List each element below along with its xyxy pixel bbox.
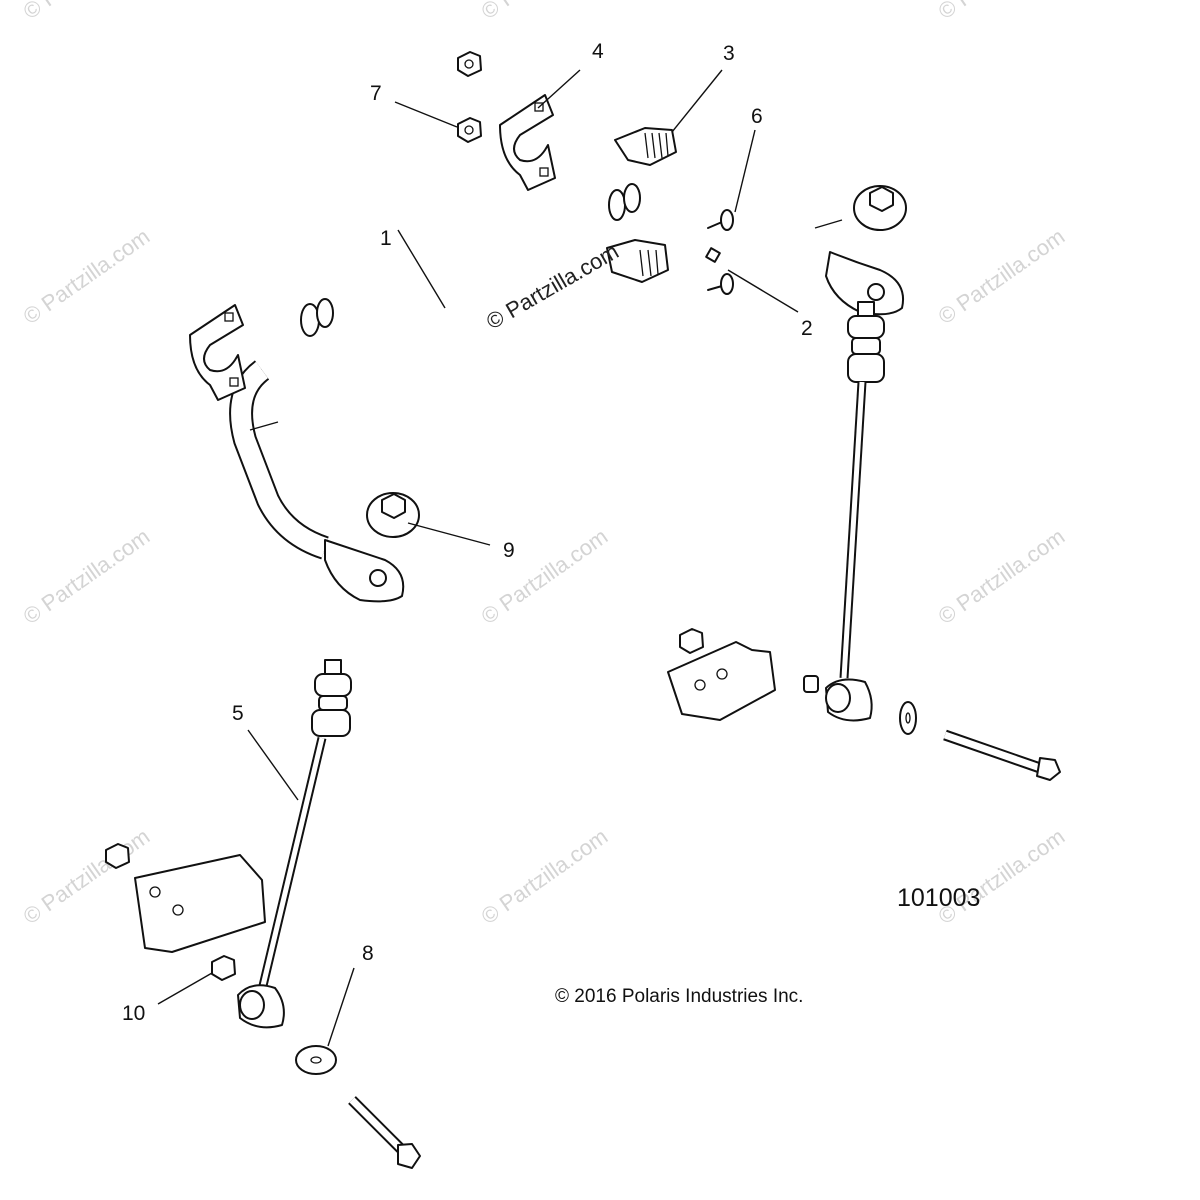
- callout-6: 6: [751, 105, 763, 128]
- bracket-right: [667, 641, 776, 721]
- callout-9: 9: [503, 539, 515, 562]
- stabilizer-link-right: [825, 301, 885, 722]
- washer-right: [899, 701, 917, 735]
- spacer-right: [803, 675, 819, 693]
- grease-fitting-2: [705, 247, 721, 263]
- nut-left: [105, 843, 130, 869]
- callout-2: 2: [801, 317, 813, 340]
- watermark: © Partzilla.com: [19, 224, 155, 330]
- watermark: © Partzilla.com: [477, 524, 613, 630]
- leader-lines: [157, 69, 799, 1047]
- watermark: © Partzilla.com: [19, 0, 155, 24]
- bolt-right: [943, 729, 1061, 781]
- spacer-10: [211, 955, 236, 981]
- flange-nut-7: [457, 117, 482, 143]
- callout-labels: 1 2 3 4 5 6 7 8 9 10: [122, 40, 813, 1025]
- watermark-layer: © Partzilla.com © Partzilla.com © Partzi…: [19, 0, 1070, 929]
- watermark: © Partzilla.com: [934, 524, 1070, 630]
- flange-nut: [457, 51, 482, 77]
- callout-5: 5: [232, 702, 244, 725]
- stabilizer-link-left: [237, 659, 352, 1029]
- callout-4: 4: [592, 40, 604, 63]
- washer-8: [295, 1045, 337, 1075]
- watermark: © Partzilla.com: [934, 824, 1070, 930]
- clamp-upper: [499, 94, 556, 191]
- grommet-right: [853, 185, 907, 231]
- callout-1: 1: [380, 227, 392, 250]
- watermark: © Partzilla.com: [19, 524, 155, 630]
- watermark: © Partzilla.com: [934, 224, 1070, 330]
- bracket-left: [134, 854, 266, 953]
- figure-id: 101003: [897, 884, 980, 912]
- callout-3: 3: [723, 42, 735, 65]
- grommet-9: [366, 492, 420, 538]
- callout-7: 7: [370, 82, 382, 105]
- callout-10: 10: [122, 1002, 145, 1025]
- clamp-lower: [189, 304, 246, 401]
- watermark: © Partzilla.com: [477, 0, 613, 24]
- bushing-upper: [614, 127, 677, 166]
- watermark: © Partzilla.com: [477, 824, 613, 930]
- bolt-left: [348, 1096, 421, 1169]
- watermark: © Partzilla.com: [934, 0, 1070, 24]
- watermark: © Partzilla.com: [19, 824, 155, 930]
- nut-right: [679, 628, 704, 654]
- copyright-text: © 2016 Polaris Industries Inc.: [555, 986, 803, 1007]
- callout-8: 8: [362, 942, 374, 965]
- screw-lower: [707, 273, 734, 295]
- screw-6: [707, 209, 734, 231]
- bushing-lower: [606, 239, 669, 283]
- stabilizer-bar: [229, 163, 904, 603]
